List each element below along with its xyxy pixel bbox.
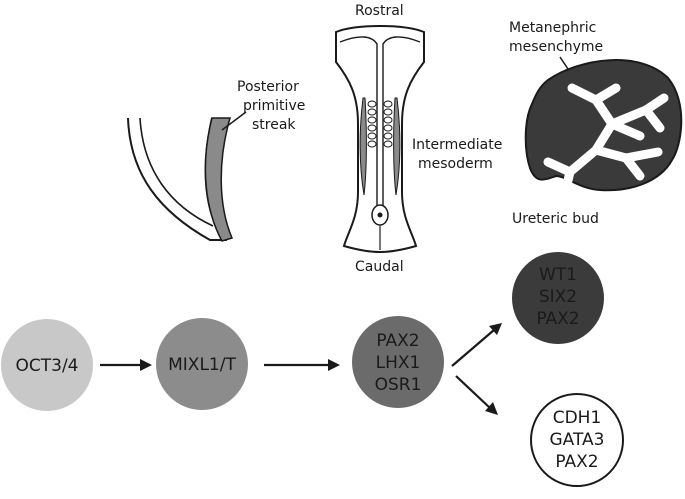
node-mixl1t-label: MIXL1/T xyxy=(168,355,236,375)
node-pax2-circle xyxy=(352,316,444,408)
ureteric-bud-branches xyxy=(543,83,669,211)
metanephric-label-1: Metanephric xyxy=(509,20,596,36)
primitive-streak-illustration: Posterior primitive streak xyxy=(127,79,305,242)
arrow-mixl-to-pax2 xyxy=(264,359,340,371)
node-pax2-line2: LHX1 xyxy=(376,353,421,373)
posterior-label-1: Posterior xyxy=(237,79,299,95)
node-wt1-line3: PAX2 xyxy=(536,309,579,329)
posterior-leader-line xyxy=(221,111,247,131)
neural-fold-right xyxy=(382,36,421,205)
node-pax2-line1: PAX2 xyxy=(376,331,419,351)
intermediate-label-1: Intermediate xyxy=(412,137,502,153)
intermediate-mesoderm-right xyxy=(393,97,401,196)
arrow-pax2-to-wt1 xyxy=(451,323,502,367)
node-wt1-circle xyxy=(512,252,604,344)
node-mixl1t: MIXL1/T xyxy=(156,318,248,410)
arrow-oct-to-mixl xyxy=(100,359,152,371)
node-wt1-line2: SIX2 xyxy=(539,287,577,307)
posterior-label-3: streak xyxy=(252,117,296,133)
intermediate-mesoderm-left xyxy=(359,97,367,196)
intermediate-label-2: mesoderm xyxy=(418,156,493,172)
node-mixl1t-circle xyxy=(156,318,248,410)
caudal-label: Caudal xyxy=(355,259,404,275)
node-cdh1-line2: GATA3 xyxy=(550,430,605,450)
node-pax2-lhx1-osr1: PAX2 LHX1 OSR1 xyxy=(352,316,444,408)
node-oct34-circle xyxy=(1,319,93,411)
rostral-label: Rostral xyxy=(355,3,404,19)
embryo-body-outline xyxy=(335,25,425,254)
node-oct34: OCT3/4 xyxy=(1,319,93,411)
node-pax2-line3: OSR1 xyxy=(375,375,422,395)
node-cdh1-line1: CDH1 xyxy=(553,408,602,428)
flow-arrows xyxy=(100,323,502,415)
ureteric-label: Ureteric bud xyxy=(512,211,599,227)
posterior-label-2: primitive xyxy=(243,98,305,114)
kidney-illustration: Metanephric mesenchyme Ureteric bud xyxy=(509,20,683,227)
node-cdh1-circle xyxy=(530,393,624,487)
node-dot xyxy=(377,212,383,218)
flow-nodes: OCT3/4 MIXL1/T PAX2 LHX1 OSR1 WT1 SIX2 P… xyxy=(1,252,624,487)
metanephric-label-2: mesenchyme xyxy=(509,39,603,55)
neural-fold-left xyxy=(339,36,378,205)
node-cdh1-line3: PAX2 xyxy=(555,452,598,472)
embryo-outline-inner xyxy=(139,117,214,227)
node-cdh1-gata3-pax2: CDH1 GATA3 PAX2 xyxy=(530,393,624,487)
somites xyxy=(367,100,393,148)
posterior-streak-shape xyxy=(204,117,234,242)
arrow-pax2-to-cdh1 xyxy=(455,375,498,415)
node-oct34-label: OCT3/4 xyxy=(16,356,79,376)
embryo-illustration: Rostral Caudal Intermediate mesoderm xyxy=(335,3,502,275)
node-wt1-line1: WT1 xyxy=(539,265,577,285)
node-wt1-six2-pax2: WT1 SIX2 PAX2 xyxy=(512,252,604,344)
